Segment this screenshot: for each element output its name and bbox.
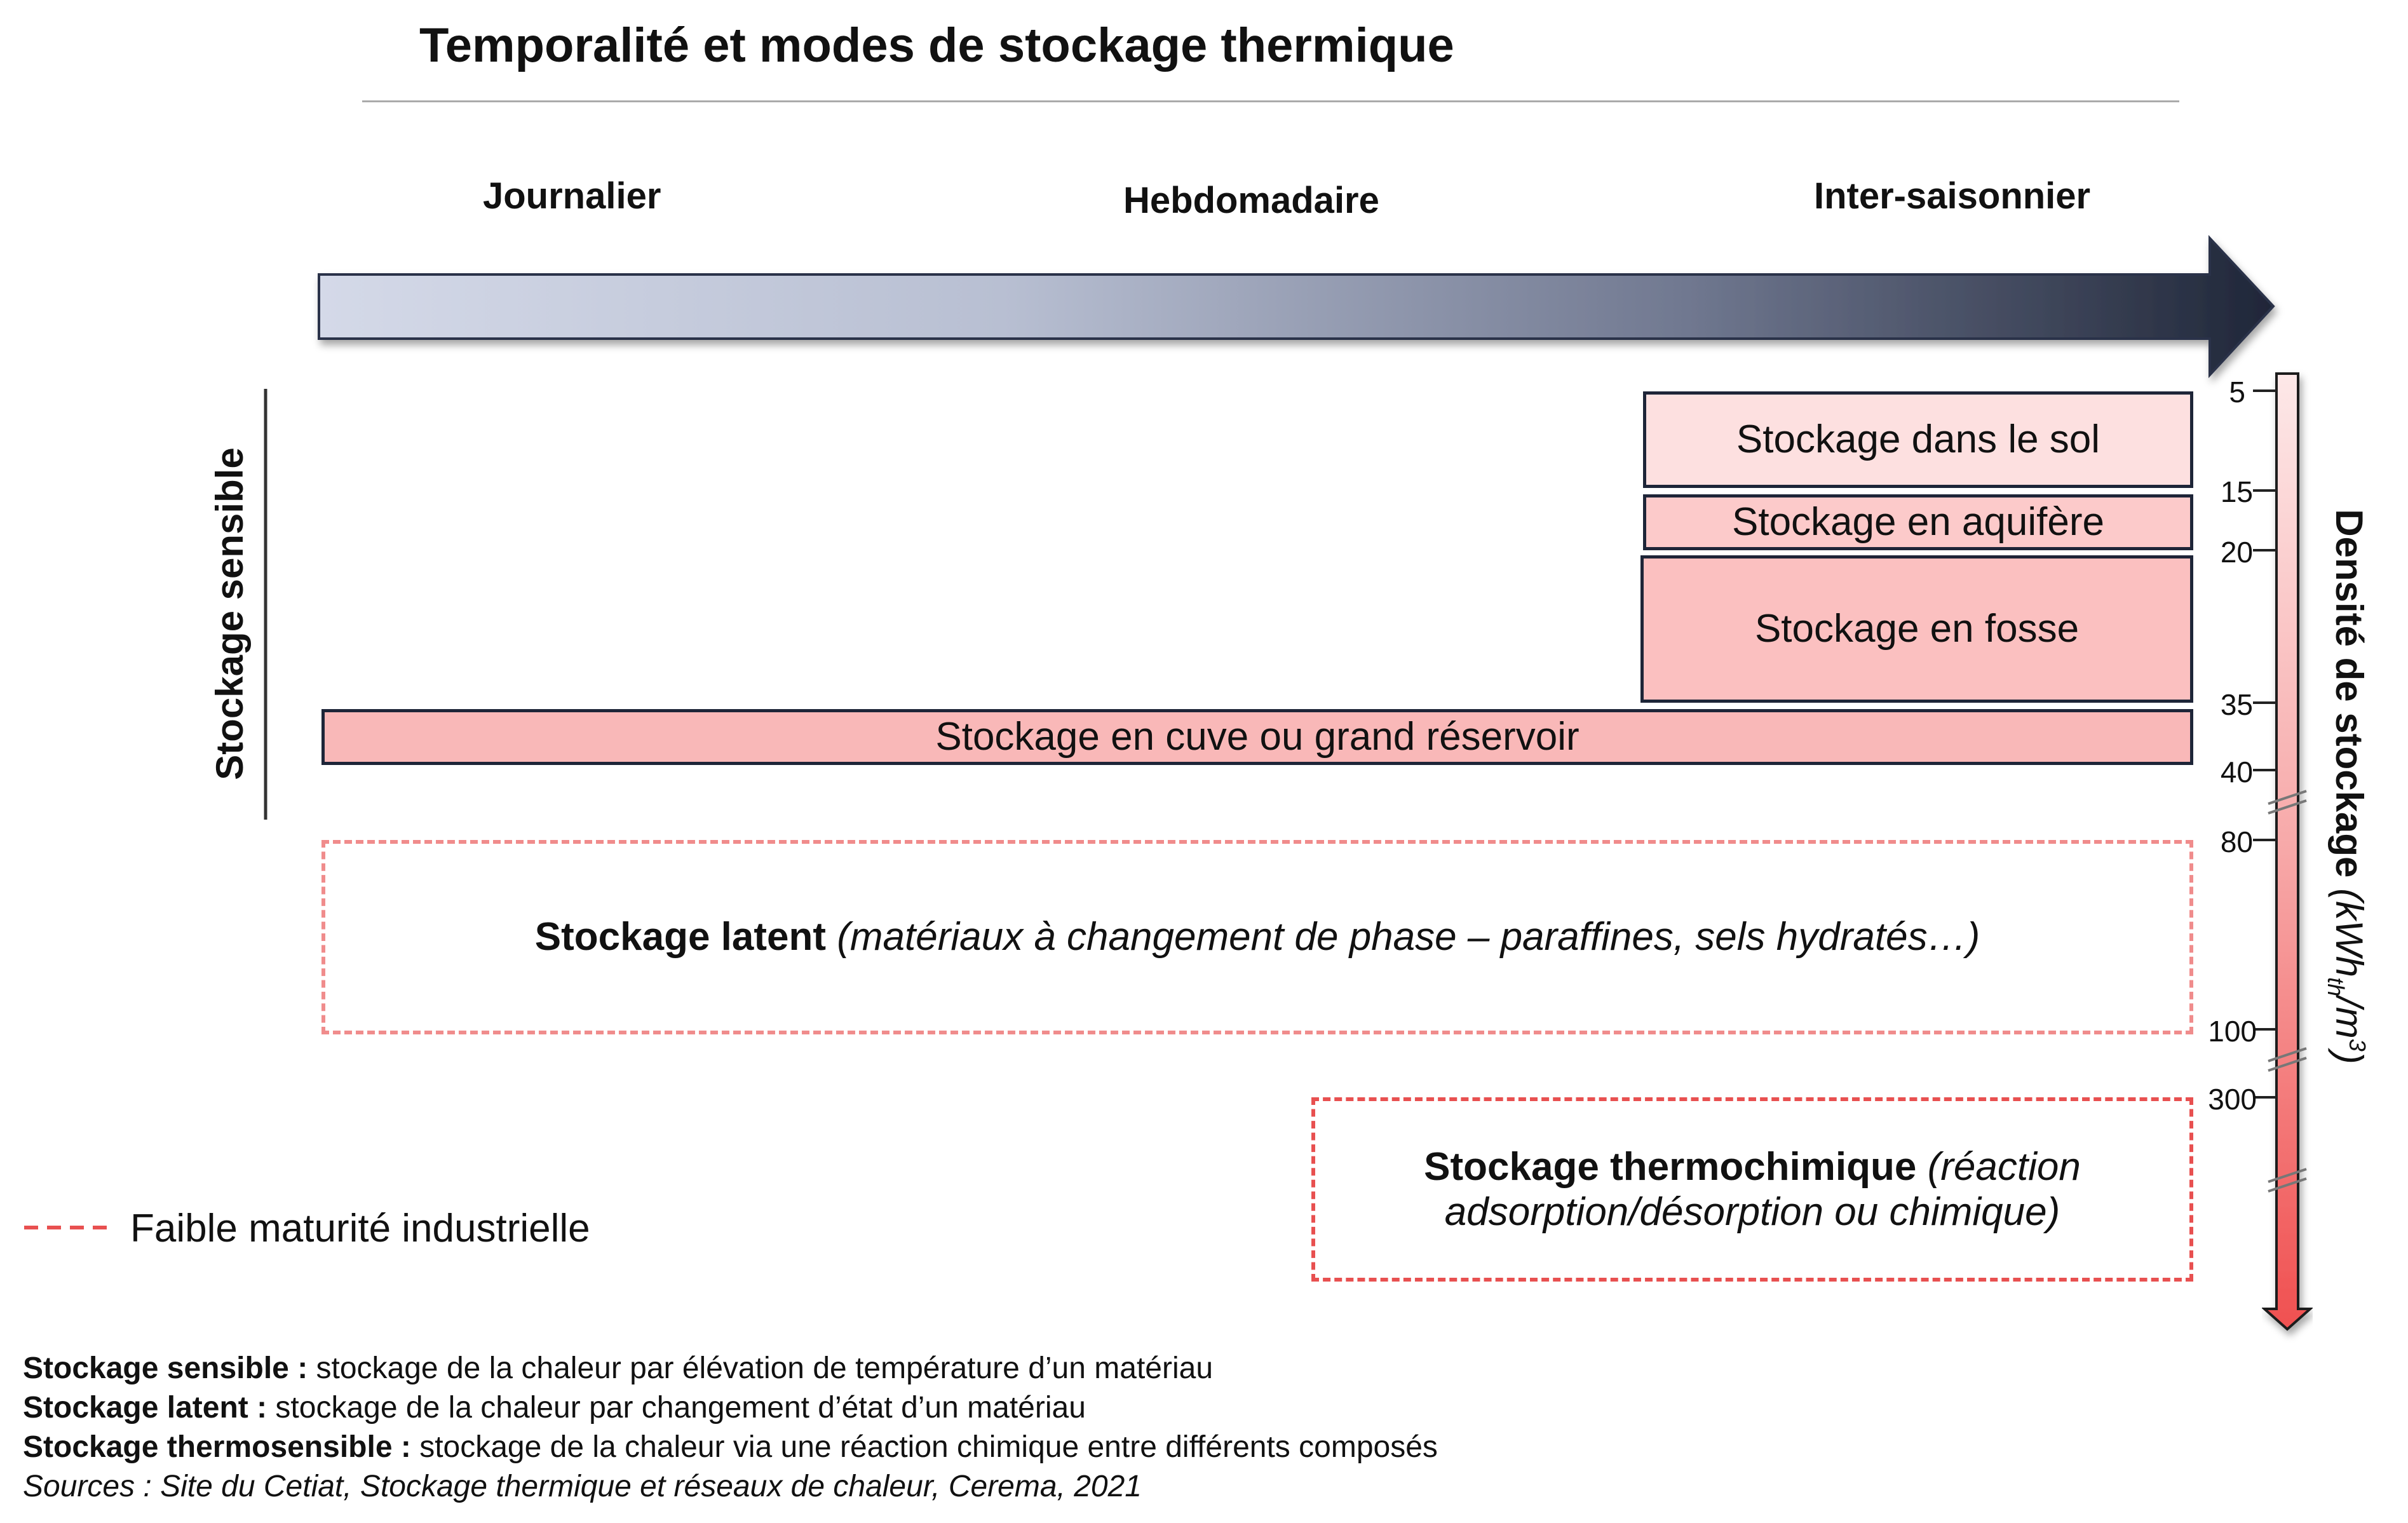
density-tick-35: 35	[2220, 688, 2253, 721]
footnote-latent: Stockage latent : stockage de la chaleur…	[23, 1391, 1086, 1425]
thermochimique-description-1: (réaction	[1927, 1144, 2081, 1189]
box-stockage-latent: Stockage latent (matériaux à changement …	[321, 840, 2193, 1034]
footnote-thermo: Stockage thermosensible : stockage de la…	[23, 1430, 1438, 1464]
density-tick-300: 300	[2208, 1083, 2257, 1116]
box-stockage-aquifere: Stockage en aquifère	[1643, 494, 2193, 550]
period-inter-saisonnier: Inter-saisonnier	[1814, 175, 2091, 217]
title-divider	[362, 100, 2179, 102]
sensible-axis-label: Stockage sensible	[208, 447, 251, 780]
density-tick-20: 20	[2220, 536, 2253, 569]
density-tick-5: 5	[2229, 376, 2245, 409]
density-tick-80: 80	[2220, 825, 2253, 858]
density-tick-100: 100	[2208, 1015, 2257, 1048]
time-arrow	[318, 234, 2275, 379]
period-hebdomadaire: Hebdomadaire	[1123, 180, 1379, 221]
latent-description: (matériaux à changement de phase – paraf…	[837, 915, 1980, 959]
density-tick-marks	[2253, 389, 2276, 1099]
box-stockage-cuve: Stockage en cuve ou grand réservoir	[321, 709, 2193, 765]
density-axis-label: Densité de stockage (kWhth/m3)	[2323, 509, 2371, 1064]
diagram-title: Temporalité et modes de stockage thermiq…	[419, 18, 1454, 72]
thermochimique-description-2: adsorption/désorption ou chimique)	[1444, 1190, 2060, 1234]
box-stockage-fosse: Stockage en fosse	[1640, 555, 2193, 703]
legend-low-maturity: Faible maturité industrielle	[130, 1207, 590, 1250]
density-scale	[2261, 372, 2314, 1331]
footnote-sensible: Stockage sensible : stockage de la chale…	[23, 1351, 1214, 1385]
period-journalier: Journalier	[483, 175, 661, 217]
axis-break-marks	[2268, 790, 2307, 1193]
footnote-sources: Sources : Site du Cetiat, Stockage therm…	[23, 1470, 1142, 1503]
density-tick-40: 40	[2220, 755, 2253, 789]
latent-title: Stockage latent	[534, 915, 827, 959]
box-stockage-sol: Stockage dans le sol	[1643, 391, 2193, 488]
density-tick-15: 15	[2220, 475, 2253, 508]
thermochimique-title: Stockage thermochimique	[1424, 1144, 1917, 1189]
